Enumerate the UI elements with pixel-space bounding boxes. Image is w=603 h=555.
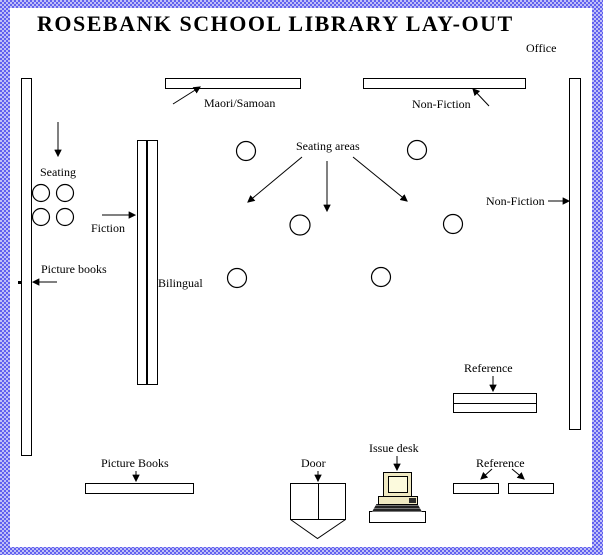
shelf-picture-books-bottom [85,483,194,494]
computer-monitor-icon [383,472,412,497]
label-office: Office [526,41,557,55]
computer-screen-icon [388,476,408,493]
label-non-fiction-top: Non-Fiction [412,97,471,111]
label-seating: Seating [40,165,76,179]
page-title: ROSEBANK SCHOOL LIBRARY LAY-OUT [37,11,514,36]
shelf-non-fiction-top [363,78,526,89]
computer-keyboard-icon [372,504,422,512]
shelf-reference-mid [453,393,537,413]
shelf-divider [146,141,148,384]
diagram-canvas [10,8,592,547]
label-door: Door [301,456,326,470]
computer-system-unit-icon [378,496,418,505]
shelf-picture-books-wall [21,78,32,456]
computer-detail [409,498,416,503]
shelf-reference-bottom-right [508,483,554,494]
label-maori-samoan: Maori/Samoan [204,96,276,110]
label-reference-bottom: Reference [476,456,525,470]
shelf-maori-samoan [165,78,301,89]
issue-desk-platform [369,511,426,523]
label-bilingual: Bilingual [158,276,203,290]
label-issue-desk: Issue desk [369,441,419,455]
label-picture-books-left: Picture books [41,262,107,276]
shelf-fiction-bilingual [137,140,158,385]
label-non-fiction-right: Non-Fiction [486,194,545,208]
label-fiction: Fiction [91,221,126,235]
label-seating-areas: Seating areas [296,139,360,153]
stray-mark [18,281,22,284]
label-picture-books-bottom: Picture Books [101,456,169,470]
label-reference-mid: Reference [464,361,513,375]
shelf-non-fiction-wall [569,78,581,430]
shelf-divider [454,403,536,404]
shelf-reference-bottom-left [453,483,499,494]
